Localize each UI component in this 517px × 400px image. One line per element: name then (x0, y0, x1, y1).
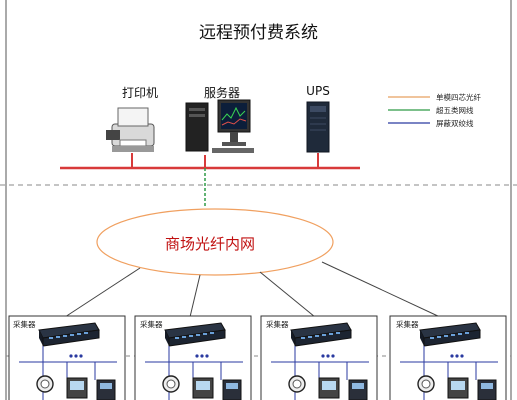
network-label: 商场光纤内网 (164, 235, 255, 253)
ellipsis-dot (205, 354, 209, 358)
collector-panel (389, 315, 507, 400)
ellipsis-dot (455, 354, 459, 358)
ellipsis-dot (460, 354, 464, 358)
server-label: 服务器 (203, 86, 240, 100)
energy-meter-icon (66, 377, 88, 399)
ellipsis-dot (321, 354, 325, 358)
collector-panel (260, 315, 378, 400)
ellipsis-dot (450, 354, 454, 358)
computer-server-icon (185, 99, 254, 153)
energy-meter-icon (447, 377, 469, 399)
network-switch-icon (290, 322, 352, 347)
printer-icon (106, 107, 155, 152)
legend-label-shielded: 屏蔽双绞线 (436, 119, 474, 128)
collector-label-4: 采集器 (396, 320, 419, 329)
meter-device-icon (348, 379, 368, 400)
water-meter-icon (288, 375, 306, 393)
ellipsis-dot (326, 354, 330, 358)
ellipsis-dot (69, 354, 73, 358)
ups-icon (306, 101, 330, 153)
meter-device-icon (477, 379, 497, 400)
energy-meter-icon (192, 377, 214, 399)
link-collector-1 (64, 267, 141, 318)
ellipsis-dot (79, 354, 83, 358)
network-switch-icon (164, 322, 226, 347)
ellipsis-dot (331, 354, 335, 358)
collector-panel (8, 315, 126, 400)
collector-label-1: 采集器 (13, 320, 36, 329)
water-meter-icon (36, 375, 54, 393)
network-switch-icon (38, 322, 100, 347)
ellipsis-dot (195, 354, 199, 358)
link-collector-2 (189, 274, 201, 318)
legend-label-cat5e: 超五类网线 (436, 106, 474, 115)
collector-label-2: 采集器 (140, 320, 163, 329)
ellipsis-dot (74, 354, 78, 358)
mall-network-cloud (96, 208, 334, 276)
legend-label-fiber: 单模四芯光纤 (436, 93, 481, 102)
link-collector-3 (259, 271, 316, 318)
printer-label: 打印机 (121, 86, 158, 100)
water-meter-icon (162, 375, 180, 393)
network-switch-icon (419, 322, 481, 347)
collector-panel (134, 315, 252, 400)
page-title: 远程预付费系统 (199, 23, 318, 43)
meter-device-icon (222, 379, 242, 400)
energy-meter-icon (318, 377, 340, 399)
collector-label-3: 采集器 (266, 320, 289, 329)
meter-device-icon (96, 379, 116, 400)
ups-label: UPS (306, 84, 330, 98)
link-collector-4 (321, 261, 441, 318)
ellipsis-dot (200, 354, 204, 358)
water-meter-icon (417, 375, 435, 393)
